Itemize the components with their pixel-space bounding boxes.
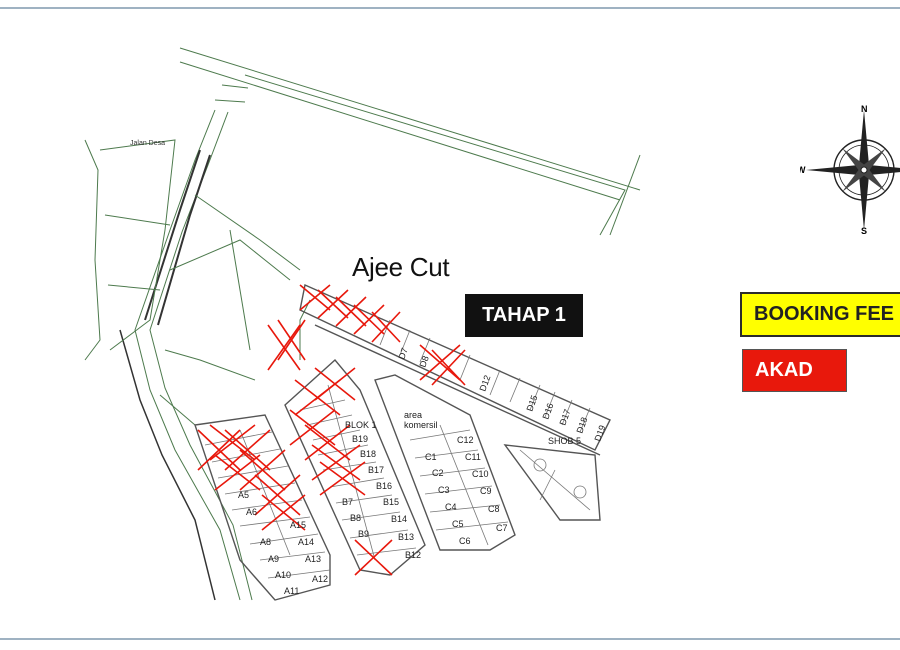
legend-akad: AKAD bbox=[742, 349, 847, 392]
plot-label: A15 bbox=[290, 520, 306, 530]
plot-label: A12 bbox=[312, 574, 328, 584]
top-border bbox=[0, 7, 900, 9]
bottom-border bbox=[0, 638, 900, 640]
plot-label: A13 bbox=[305, 554, 321, 564]
block-label-1: BLOK 1 bbox=[345, 420, 377, 430]
plot-label: B9 bbox=[358, 529, 369, 539]
plot-label: C7 bbox=[496, 523, 508, 533]
plot-label: B19 bbox=[352, 434, 368, 444]
plot-label: B18 bbox=[360, 449, 376, 459]
plot-label: D16 bbox=[540, 402, 555, 421]
plot-label: C8 bbox=[488, 504, 500, 514]
plot-label: D7 bbox=[396, 346, 409, 360]
plot-label: B14 bbox=[391, 514, 407, 524]
plot-label: D15 bbox=[524, 394, 539, 413]
block-label-2: SHOB 5 bbox=[548, 436, 581, 446]
plot-label: D19 bbox=[592, 424, 607, 443]
commercial-area-label-2: komersil bbox=[404, 420, 438, 430]
plot-label: B12 bbox=[405, 550, 421, 560]
plot-label: C9 bbox=[480, 486, 492, 496]
site-title: Ajee Cut bbox=[352, 252, 450, 282]
plot-label: A10 bbox=[275, 570, 291, 580]
phase-badge: TAHAP 1 bbox=[465, 294, 583, 337]
plot-label: B15 bbox=[383, 497, 399, 507]
plot-label: B16 bbox=[376, 481, 392, 491]
plot-label: C1 bbox=[425, 452, 437, 462]
plot-label: B8 bbox=[350, 513, 361, 523]
plot-label: A9 bbox=[268, 554, 279, 564]
plot-label: C5 bbox=[452, 519, 464, 529]
plot-label: B17 bbox=[368, 465, 384, 475]
plot-label: A6 bbox=[246, 507, 257, 517]
plot-label: D8 bbox=[417, 354, 430, 368]
plot-label: A14 bbox=[298, 537, 314, 547]
plot-label: B7 bbox=[342, 497, 353, 507]
plot-label: A11 bbox=[284, 586, 299, 596]
plot-label: C6 bbox=[459, 536, 471, 546]
road-label: Jalan Desa bbox=[130, 140, 165, 147]
compass-west-label: W bbox=[800, 165, 806, 175]
plot-label: D18 bbox=[574, 416, 589, 435]
plot-label: D17 bbox=[557, 408, 572, 427]
plot-label: A5 bbox=[238, 490, 249, 500]
compass-north-label: N bbox=[861, 104, 868, 114]
plot-label: C10 bbox=[472, 469, 489, 479]
plot-label: A8 bbox=[260, 537, 271, 547]
plot-label: C12 bbox=[457, 435, 474, 445]
compass-south-label: S bbox=[861, 226, 867, 235]
plot-label: B13 bbox=[398, 532, 414, 542]
compass-rose-icon: N S W bbox=[800, 104, 900, 235]
plot-label: C4 bbox=[445, 502, 457, 512]
commercial-area-label-1: area bbox=[404, 410, 422, 420]
plot-label: C11 bbox=[465, 452, 481, 462]
legend-booking-fee: BOOKING FEE bbox=[740, 292, 900, 337]
plot-label: C2 bbox=[432, 468, 444, 478]
plot-label: C3 bbox=[438, 485, 450, 495]
plot-label: D12 bbox=[477, 374, 492, 393]
